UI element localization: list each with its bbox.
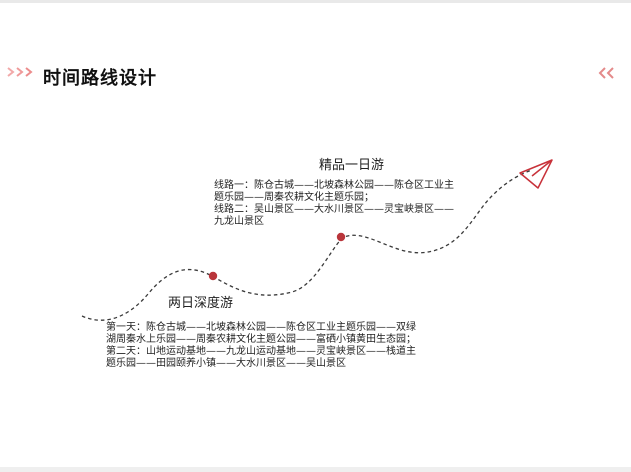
one-day-line: 线路二：吴山景区——大水川景区——灵宝峡景区—— (214, 204, 454, 215)
route-path (81, 169, 533, 321)
two-day-line: 第一天：陈仓古城——北坡森林公园——陈仓区工业主题乐园——双绿 (106, 322, 416, 333)
two-day-heading: 两日深度游 (168, 296, 234, 311)
chevron-left-double-icon (598, 67, 614, 79)
page-title: 时间路线设计 (43, 68, 157, 89)
top-border (0, 0, 631, 3)
one-day-marker (336, 232, 346, 242)
bottom-border (0, 467, 631, 472)
one-day-line: 九龙山景区 (214, 216, 264, 227)
two-day-marker (208, 271, 218, 281)
two-day-line: 第二天：山地运动基地——九龙山运动基地——灵宝峡景区——栈道主 (106, 346, 416, 357)
one-day-line: 题乐园——周秦农耕文化主题乐园； (214, 192, 374, 203)
two-day-route-text: 第一天：陈仓古城——北坡森林公园——陈仓区工业主题乐园——双绿 湖周秦水上乐园—… (106, 322, 416, 370)
one-day-route-text: 线路一：陈仓古城——北坡森林公园——陈仓区工业主 题乐园——周秦农耕文化主题乐园… (214, 180, 454, 228)
paper-plane-icon (519, 159, 553, 189)
two-day-line: 湖周秦水上乐园——周秦农耕文化主题公园——富硒小镇黄田生态园； (106, 334, 416, 345)
one-day-heading: 精品一日游 (319, 158, 385, 173)
chevron-right-triple-icon (7, 67, 33, 77)
two-day-line: 题乐园——田园颐养小镇——大水川景区——吴山景区 (106, 358, 346, 369)
one-day-line: 线路一：陈仓古城——北坡森林公园——陈仓区工业主 (214, 180, 454, 191)
